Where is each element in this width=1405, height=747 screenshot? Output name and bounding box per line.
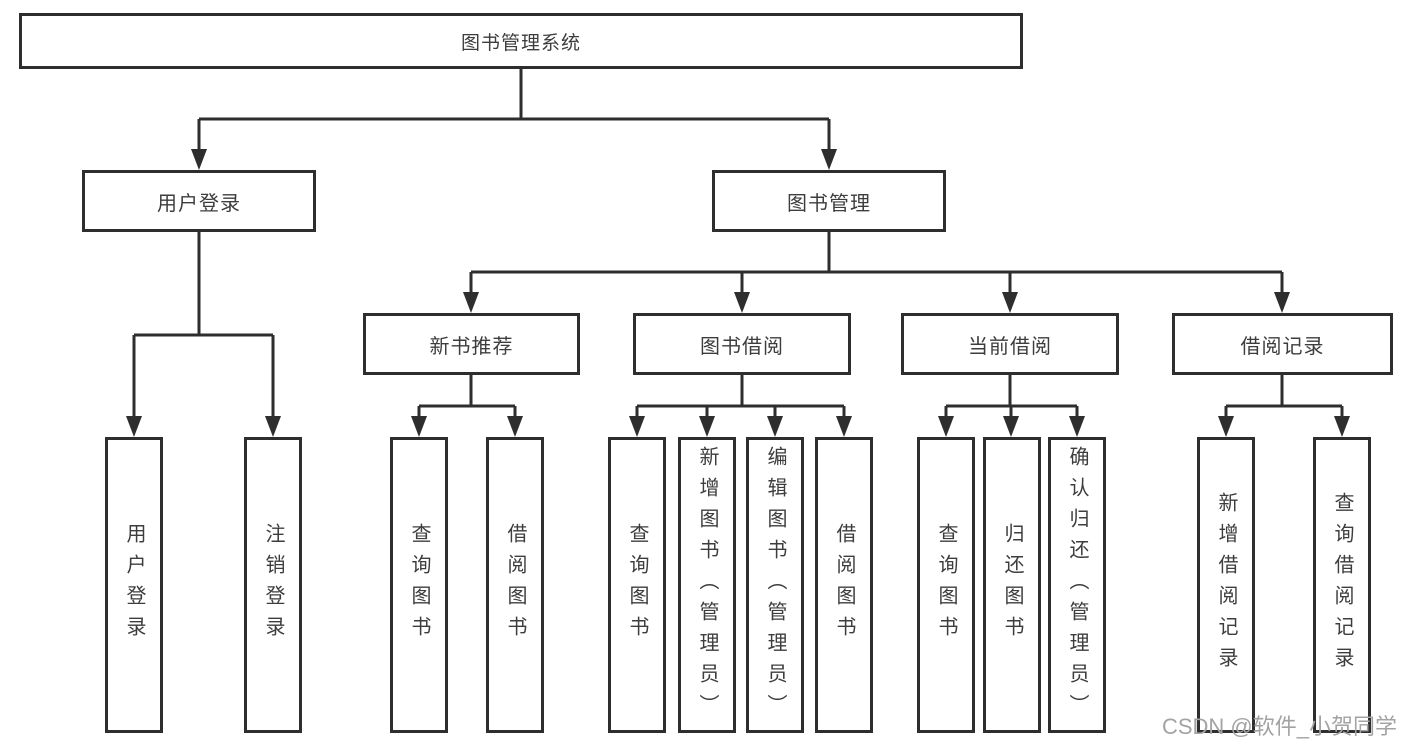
node-book-borrow: 图书借阅 [633,313,851,375]
node-label-book-management: 图书管理 [787,192,871,215]
leaf-borrow-books-1: 借阅图书 [486,437,544,733]
node-root: 图书管理系统 [19,13,1023,69]
node-label-current-borrow: 当前借阅 [968,335,1052,358]
node-label-book-borrow: 图书借阅 [700,335,784,358]
leaf-add-borrow-record: 新增借阅记录 [1197,437,1255,733]
leaf-add-books-admin: 新增图书（管理员） [678,437,736,733]
leaf-logout: 注销登录 [244,437,302,733]
leaf-label: 新增借阅记录 [1215,492,1237,678]
leaf-query-books-1: 查询图书 [390,437,448,733]
leaf-label: 查询图书 [408,523,430,647]
leaf-label: 归还图书 [1001,523,1023,647]
node-new-book-recommend: 新书推荐 [363,313,580,375]
leaf-label: 新增图书（管理员） [696,445,718,725]
leaf-label: 查询图书 [626,523,648,647]
arrowhead-icons [126,149,1350,437]
leaf-borrow-books-2: 借阅图书 [815,437,873,733]
leaf-user-login: 用户登录 [105,437,163,733]
leaf-query-books-2: 查询图书 [608,437,666,733]
leaf-query-borrow-record: 查询借阅记录 [1313,437,1371,733]
csdn-watermark: CSDN @软件_小贺同学 [1161,714,1397,739]
node-borrow-records: 借阅记录 [1172,313,1393,375]
node-label-borrow-records: 借阅记录 [1240,335,1325,358]
leaf-label: 借阅图书 [504,523,526,647]
leaf-label: 确认归还（管理员） [1066,445,1088,725]
leaf-label: 注销登录 [262,523,284,647]
node-label-new-book-recommend: 新书推荐 [429,335,514,358]
node-label-root: 图书管理系统 [460,32,581,54]
leaf-label: 查询图书 [935,523,957,647]
leaf-edit-books-admin: 编辑图书（管理员） [746,437,804,733]
leaf-confirm-return-admin: 确认归还（管理员） [1048,437,1106,733]
leaf-return-books: 归还图书 [983,437,1041,733]
leaf-label: 编辑图书（管理员） [764,445,786,725]
node-user-login: 用户登录 [82,170,316,232]
node-label-user-login: 用户登录 [157,192,241,215]
leaf-label: 用户登录 [123,523,145,647]
leaf-query-books-3: 查询图书 [917,437,975,733]
node-current-borrow: 当前借阅 [901,313,1119,375]
node-book-management: 图书管理 [712,170,946,232]
leaf-label: 借阅图书 [833,523,855,647]
leaf-label: 查询借阅记录 [1331,492,1353,678]
